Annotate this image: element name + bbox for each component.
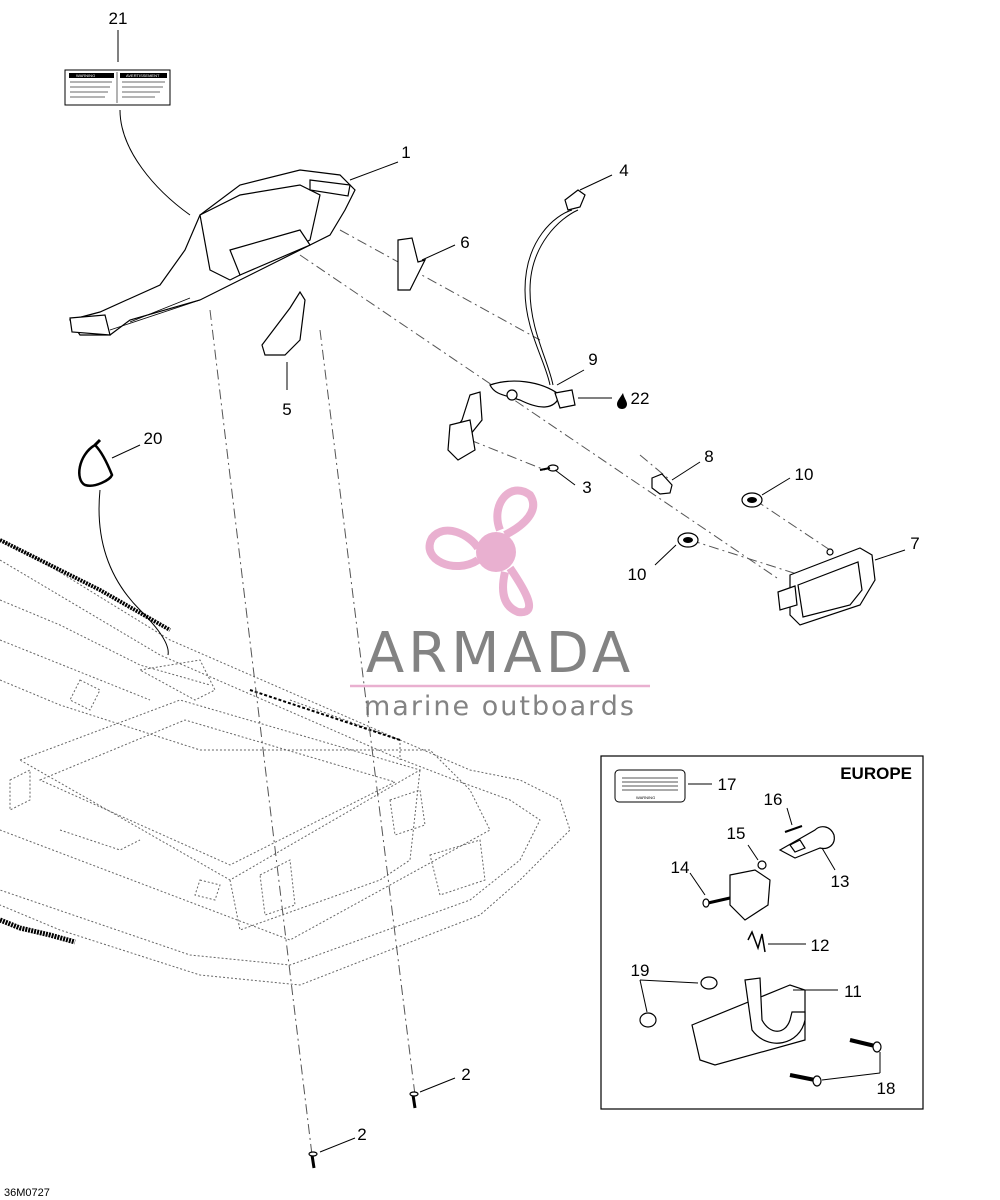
chassis-frame — [0, 538, 571, 986]
part-4-connector — [524, 189, 586, 386]
callout-4: 4 — [619, 161, 628, 180]
callout-13: 13 — [831, 872, 850, 891]
callout-18: 18 — [877, 1079, 896, 1098]
part-19-washer-lower — [639, 1012, 657, 1028]
hitch-bracket — [729, 869, 771, 921]
part-18-bolt-lower — [789, 1073, 822, 1087]
callout-12: 12 — [811, 936, 830, 955]
decal-heading-left: WARNING — [76, 73, 95, 78]
europe-inset: EUROPE WARNING — [600, 755, 924, 1110]
part-10-grommet-lower — [677, 532, 699, 548]
callout-14: 14 — [671, 858, 690, 877]
part-1-light-housing — [69, 169, 356, 336]
part-11-hitch — [691, 977, 806, 1066]
callout-17: 17 — [718, 775, 737, 794]
callout-8: 8 — [704, 447, 713, 466]
part-12-spring-clip — [747, 930, 766, 953]
callout-19: 19 — [631, 961, 650, 980]
part-16-pin — [784, 825, 803, 833]
part-2-screw-right — [409, 1091, 419, 1109]
part-14-bolt — [702, 896, 731, 908]
part-8-bulb — [651, 473, 673, 495]
part-20-cable-tie — [78, 438, 114, 487]
callout-16: 16 — [764, 790, 783, 809]
leader-lines — [98, 30, 906, 1153]
part-2-screw-left — [308, 1151, 318, 1169]
part-19-washer-upper — [700, 976, 718, 990]
part-18-bolt-upper — [849, 1038, 882, 1053]
callout-5: 5 — [282, 400, 291, 419]
callout-22: 22 — [631, 389, 650, 408]
propeller-logo-icon — [425, 486, 538, 617]
part-15-nut — [757, 860, 767, 870]
figure-code: 36M0727 — [4, 1187, 50, 1199]
part-3-screw — [539, 464, 559, 472]
part-21-warning-decal: WARNING AVERTISSEMENT — [64, 69, 171, 106]
callout-11: 11 — [844, 982, 862, 1001]
inset-decal-heading: WARNING — [636, 795, 655, 800]
callout-6: 6 — [460, 233, 469, 252]
watermark-tagline: marine outboards — [364, 691, 636, 722]
callout-1: 1 — [401, 143, 410, 162]
callout-20: 20 — [144, 429, 163, 448]
callout-10-upper: 10 — [795, 465, 814, 484]
callout-15: 15 — [727, 824, 746, 843]
part-9-wiring-harness — [447, 380, 576, 461]
part-10-grommet-upper — [741, 492, 763, 508]
part-7-tail-light — [777, 547, 876, 626]
oil-drop-icon — [617, 393, 627, 409]
callout-7: 7 — [910, 534, 919, 553]
callout-9: 9 — [588, 350, 597, 369]
callout-3: 3 — [582, 478, 591, 497]
callout-labels: 21 1 4 6 9 22 5 20 8 10 3 7 10 17 16 15 … — [109, 9, 920, 1144]
europe-inset-title: EUROPE — [840, 764, 912, 783]
part-5-side-cap — [261, 290, 306, 356]
callout-2-left: 2 — [357, 1125, 366, 1144]
watermark-brand: ARMADA — [366, 621, 634, 686]
part-6-side-cap — [397, 237, 427, 291]
decal-heading-right: AVERTISSEMENT — [126, 73, 160, 78]
callout-21: 21 — [109, 9, 128, 28]
armada-watermark: ARMADA marine outboards — [350, 486, 650, 722]
callout-2-right: 2 — [461, 1065, 470, 1084]
callout-10-lower: 10 — [628, 565, 647, 584]
part-17-warning-decal: WARNING — [614, 769, 686, 803]
